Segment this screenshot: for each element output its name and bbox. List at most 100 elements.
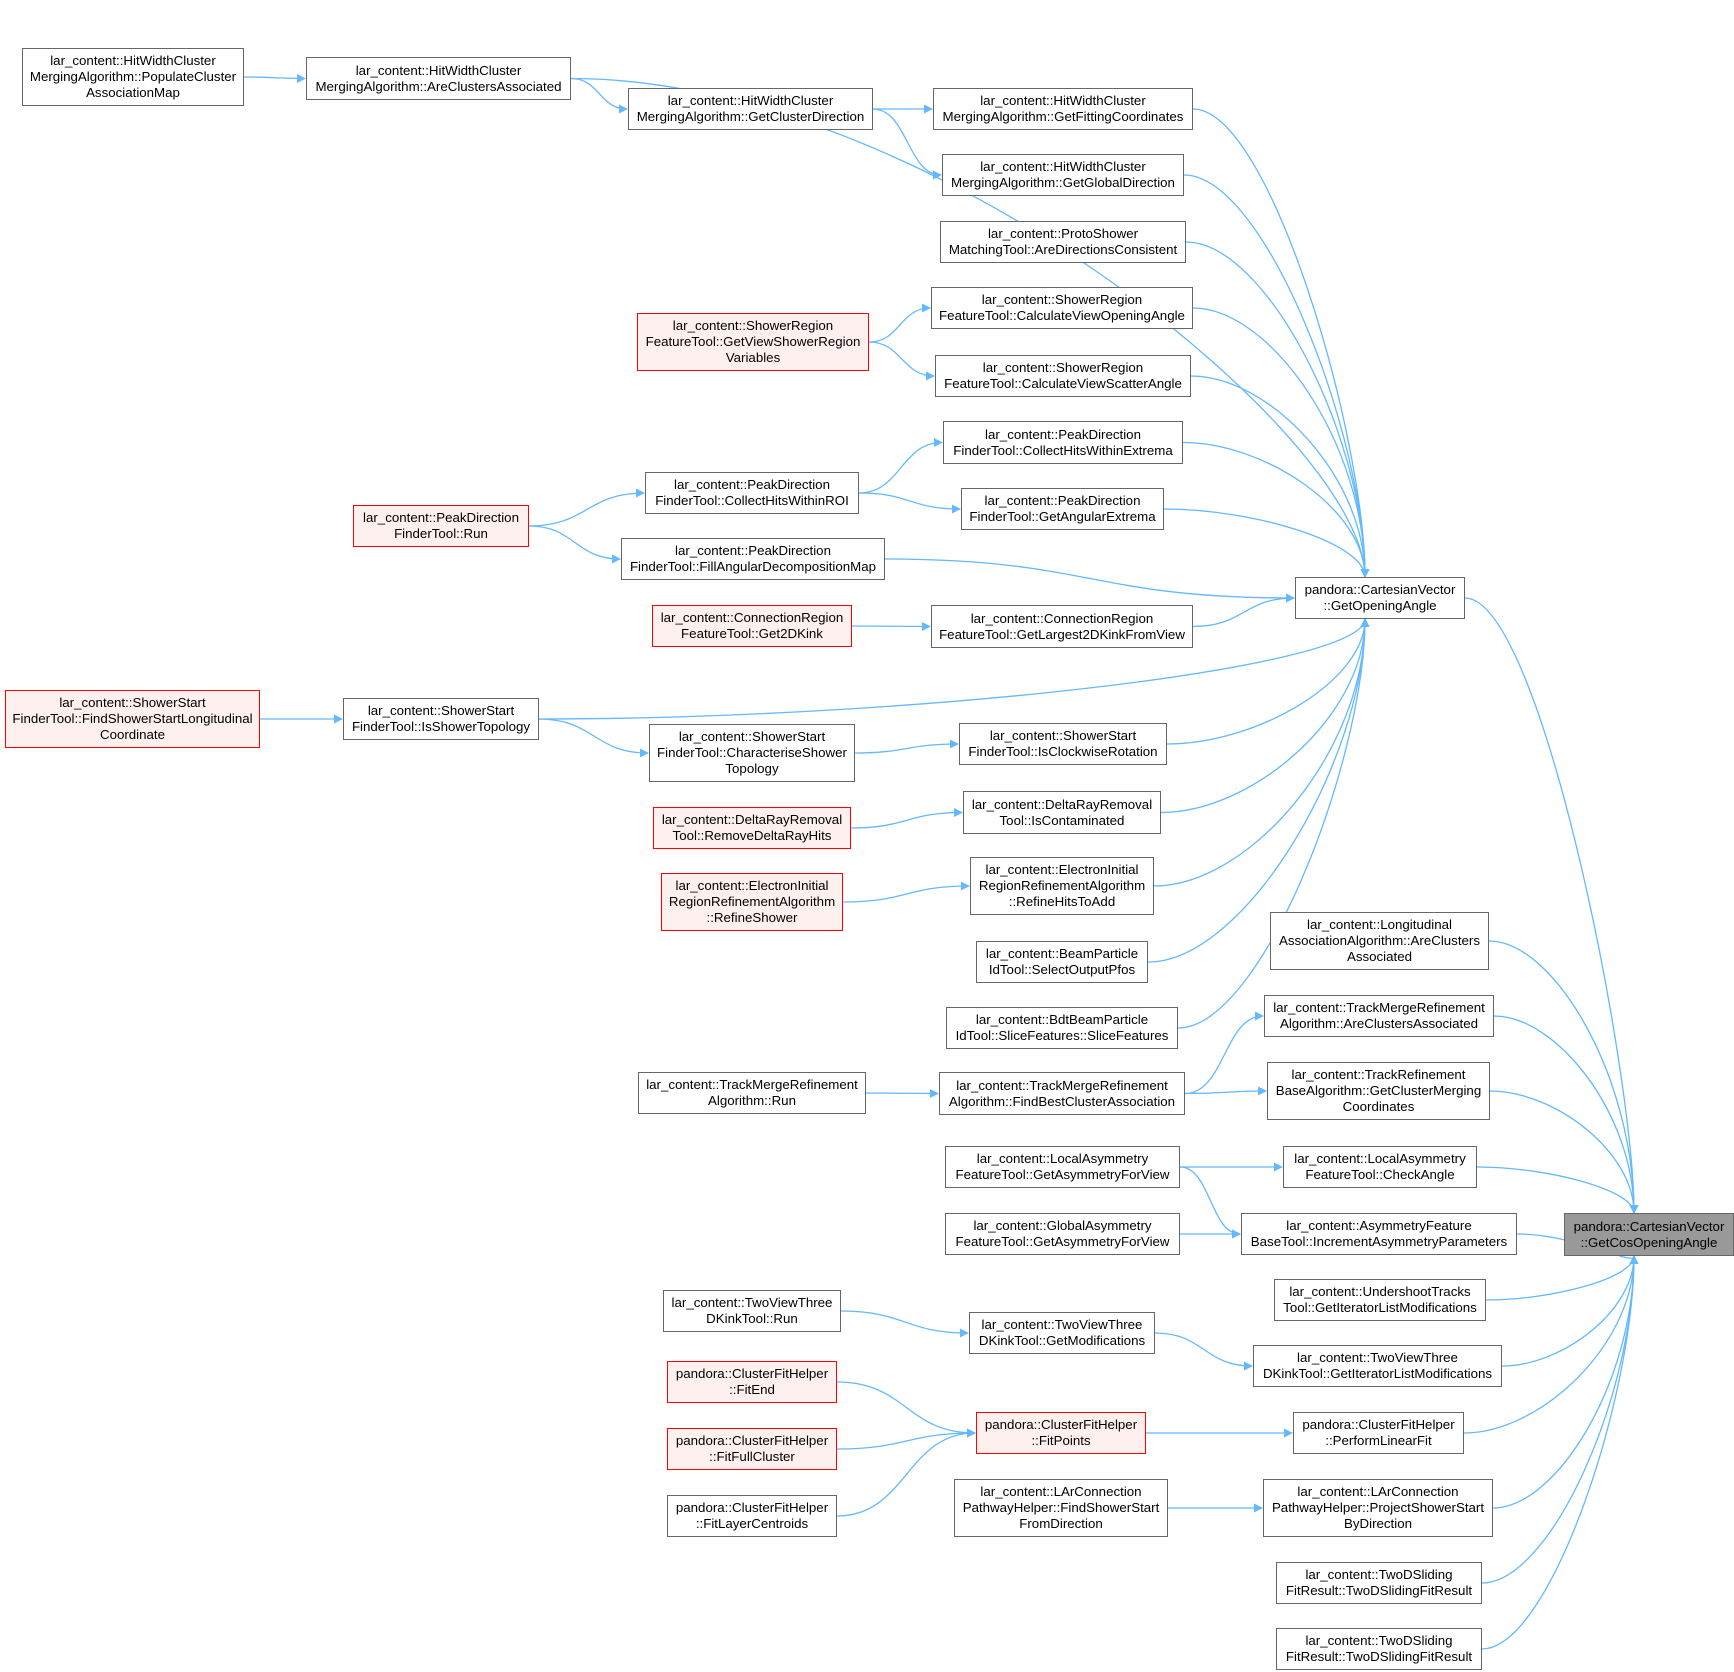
edge-getglobaldir-to-getopening xyxy=(1183,174,1370,578)
node-label-line: lar_content::BdtBeamParticle xyxy=(975,1012,1149,1027)
node-label-line: FeatureTool::GetAsymmetryForView xyxy=(955,1234,1170,1249)
node-label-line: lar_content::TwoDSliding xyxy=(1305,1633,1453,1648)
edge-slicefeatures-to-getopening xyxy=(1177,618,1370,1029)
node-label-line: FeatureTool::CheckAngle xyxy=(1305,1167,1455,1182)
node-label-line: IdTool::SelectOutputPfos xyxy=(988,962,1136,977)
node-label-line: lar_content::ShowerStart xyxy=(367,703,515,718)
node-label-line: BaseTool::IncrementAsymmetryParameters xyxy=(1250,1234,1508,1249)
edge-iscontaminated-to-getopening xyxy=(1160,618,1370,814)
node-label-line: lar_content::AsymmetryFeature xyxy=(1286,1218,1472,1233)
edge-isclockwise-to-getopening xyxy=(1166,618,1370,745)
node-label-line: lar_content::ShowerStart xyxy=(678,729,826,744)
node-label-line: FeatureTool::GetViewShowerRegion xyxy=(645,334,861,349)
node-label-line: lar_content::HitWidthCluster xyxy=(50,53,216,68)
node-label-line: Tool::IsContaminated xyxy=(999,812,1125,828)
node-label-line: lar_content::TwoViewThree xyxy=(1297,1350,1458,1365)
node-label-line: lar_content::ConnectionRegion xyxy=(660,610,844,625)
node-label-line: AssociationAlgorithm::AreClusters xyxy=(1278,933,1480,948)
node-label-line: DKinkTool::Run xyxy=(706,1311,798,1326)
node-label-line: FinderTool::CollectHitsWithinExtrema xyxy=(953,442,1173,458)
node-fitpoints[interactable]: pandora::ClusterFitHelper::FitPoints xyxy=(976,1412,1146,1454)
node-performlinear[interactable]: pandora::ClusterFitHelper::PerformLinear… xyxy=(1293,1412,1464,1454)
node-label-line: FromDirection xyxy=(1019,1516,1103,1531)
node-label-line: lar_content::TrackMergeRefinement xyxy=(646,1077,858,1092)
edge-refineshower-to-refinehits xyxy=(842,881,970,903)
node-label-line: pandora::CartesianVector xyxy=(1304,582,1456,597)
edge-collectextrema-to-getopening xyxy=(1182,441,1370,578)
edge-getviewshower-to-calcscatter xyxy=(868,341,935,381)
node-label-line: lar_content::Longitudinal xyxy=(1307,917,1452,932)
edge-calcopen-to-getopening xyxy=(1192,307,1370,578)
node-fitlayer[interactable]: pandora::ClusterFitHelper::FitLayerCentr… xyxy=(667,1495,837,1537)
node-label-line: ::RefineHitsToAdd xyxy=(1008,894,1116,909)
node-label-line: pandora::ClusterFitHelper xyxy=(984,1417,1138,1432)
node-label-line: Associated xyxy=(1346,949,1413,964)
node-fitend[interactable]: pandora::ClusterFitHelper::FitEnd xyxy=(667,1361,837,1403)
node-label-line: lar_content::LocalAsymmetry xyxy=(1294,1151,1466,1166)
edge-collectroi-to-collectextrema xyxy=(858,437,943,494)
node-label-line: lar_content::PeakDirection xyxy=(363,510,519,525)
node-label-line: MergingAlgorithm::GetClusterDirection xyxy=(636,109,865,124)
node-fitfull[interactable]: pandora::ClusterFitHelper::FitFullCluste… xyxy=(667,1428,837,1470)
node-getcos[interactable]: pandora::CartesianVector::GetCosOpeningA… xyxy=(1564,1213,1734,1256)
node-label-line: FitResult::TwoDSlidingFitResult xyxy=(1285,1583,1473,1598)
node-label-line: RegionRefinementAlgorithm xyxy=(668,894,836,909)
edge-twoviewrun-to-twoviewgetmod xyxy=(840,1310,969,1338)
node-getopening[interactable]: pandora::CartesianVector::GetOpeningAngl… xyxy=(1295,577,1465,619)
node-label-line: pandora::CartesianVector xyxy=(1573,1218,1725,1234)
node-label-line: lar_content::HitWidthCluster xyxy=(667,93,834,108)
edge-removedelta-to-iscontaminated xyxy=(850,807,963,829)
edge-collectroi-to-angextrema xyxy=(858,492,961,514)
node-label-line: BaseAlgorithm::GetClusterMerging xyxy=(1275,1083,1482,1098)
edge-refinehits-to-getopening xyxy=(1153,618,1370,887)
node-label-line: Algorithm::Run xyxy=(708,1093,796,1108)
edge-twoviewiter-to-getcos xyxy=(1501,1255,1639,1367)
node-label-line: Topology xyxy=(725,761,779,776)
node-label-line: DKinkTool::GetIteratorListModifications xyxy=(1262,1366,1493,1381)
node-label-line: Algorithm::AreClustersAssociated xyxy=(1279,1016,1479,1031)
